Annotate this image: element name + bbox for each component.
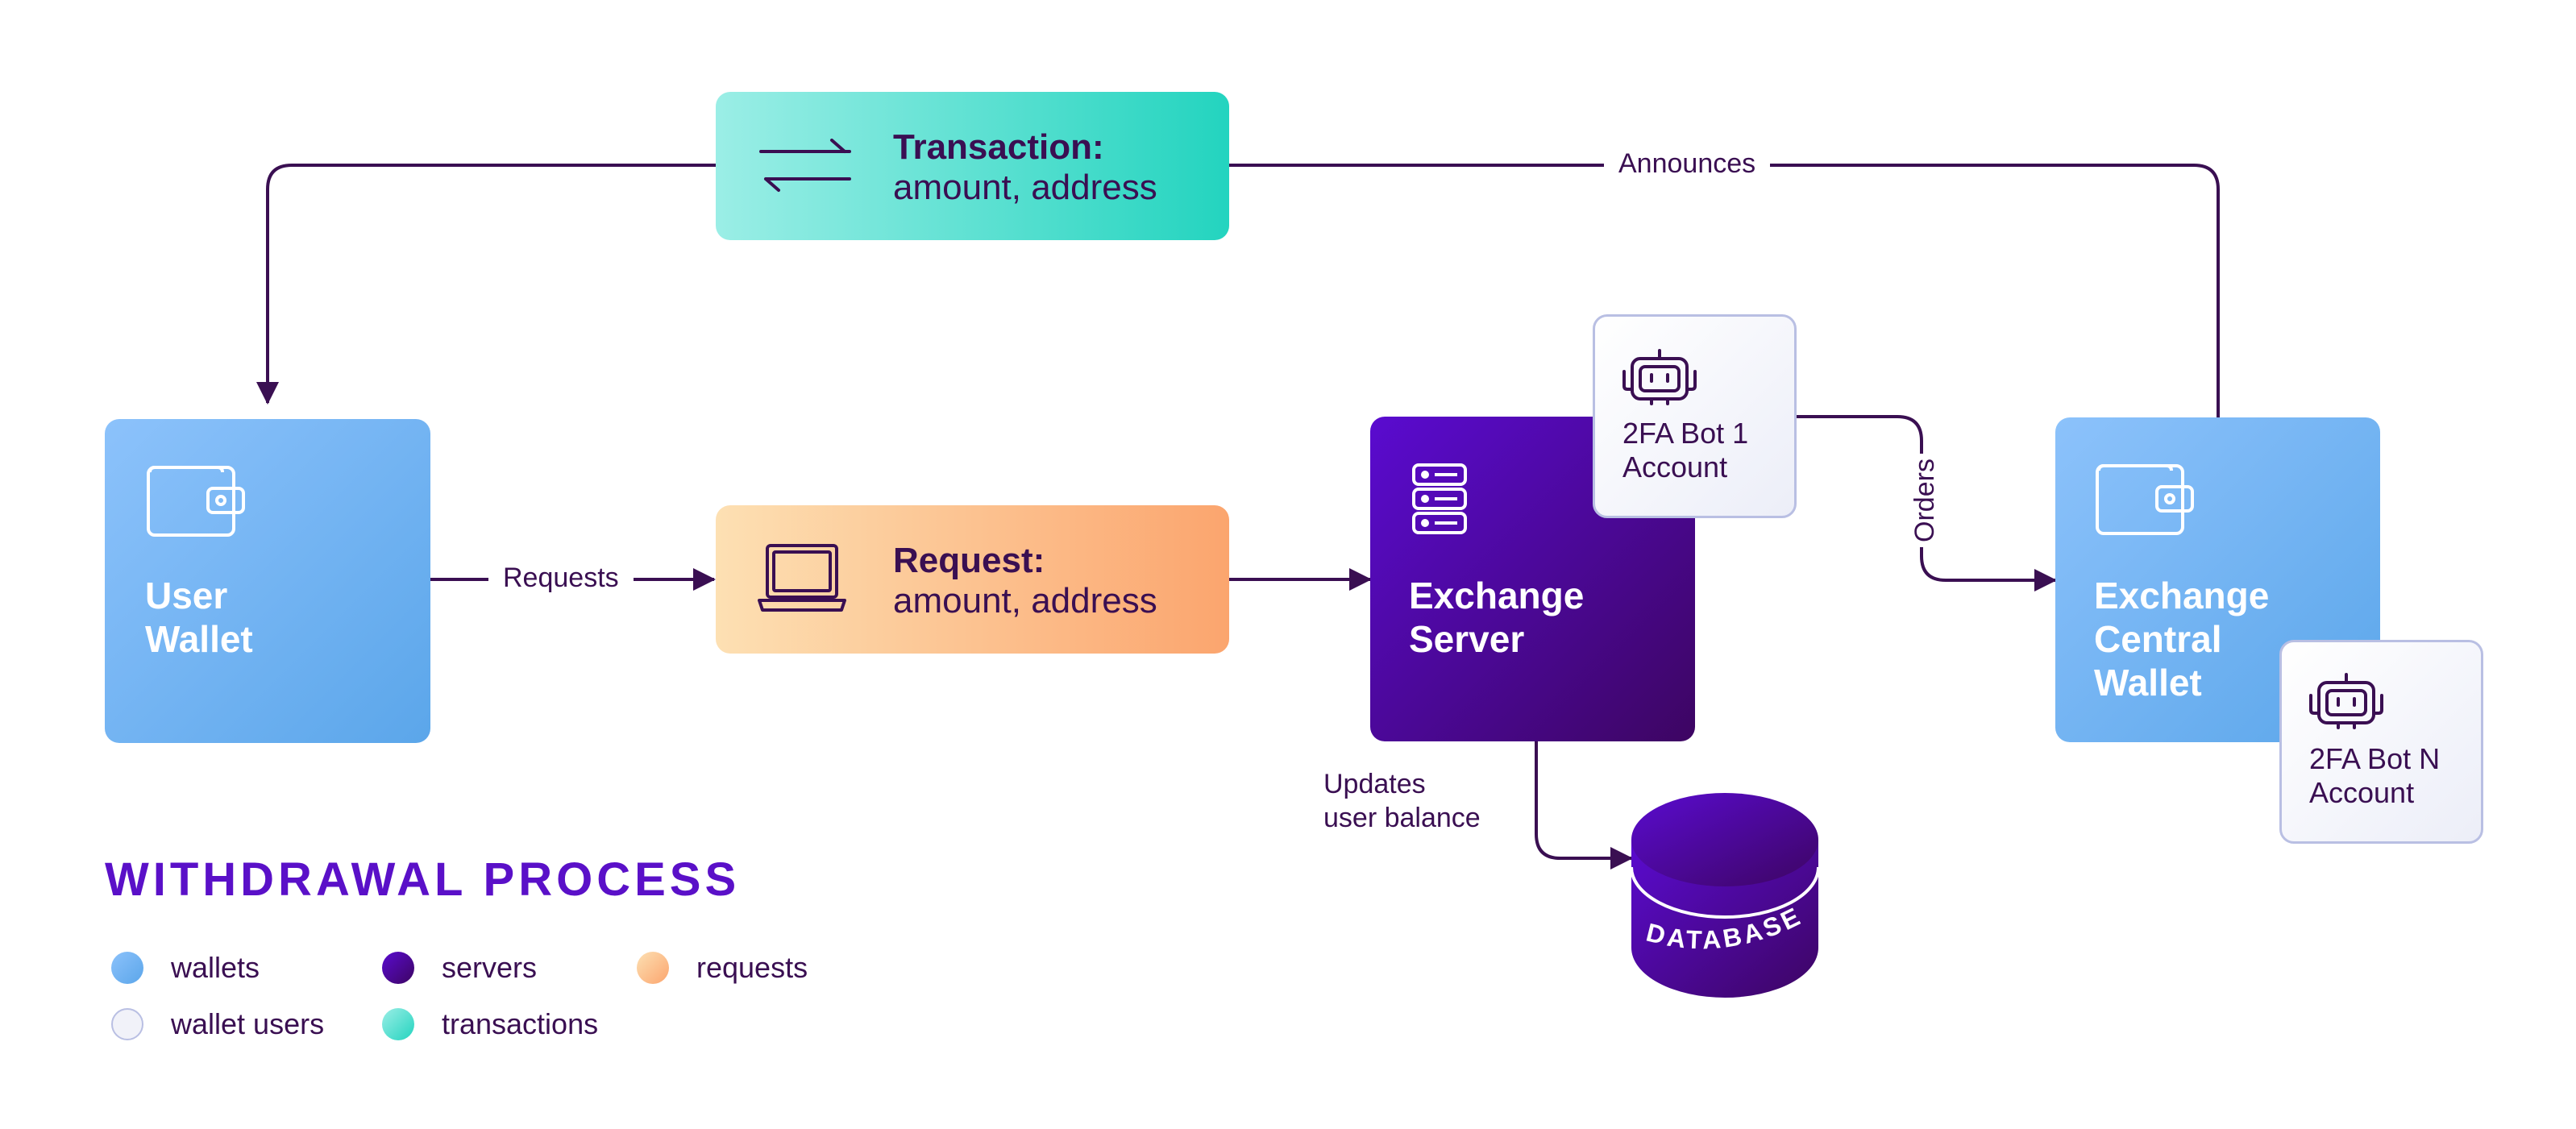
request-title: Request: bbox=[893, 541, 1045, 580]
legend-dot-requests bbox=[637, 952, 669, 984]
robot-icon bbox=[2309, 673, 2383, 729]
user-wallet-title: User Wallet bbox=[145, 574, 253, 661]
botn-label: 2FA Bot N Account bbox=[2309, 742, 2440, 810]
legend-label-servers: servers bbox=[442, 951, 538, 984]
transaction-node: Transaction: amount, address bbox=[716, 92, 1229, 240]
wallet-icon bbox=[147, 466, 245, 537]
legend-label-wallet-users: wallet users bbox=[171, 1007, 325, 1040]
central-wallet-title-line3: Wallet bbox=[2094, 662, 2202, 704]
user-wallet-title-line2: Wallet bbox=[145, 618, 253, 660]
edge-transaction-to-user-wallet bbox=[256, 164, 716, 405]
edge-updates-balance bbox=[1535, 741, 1633, 870]
legend-dot-servers bbox=[382, 952, 414, 984]
request-subtitle: amount, address bbox=[893, 581, 1157, 621]
exchange-server-title-line2: Server bbox=[1409, 618, 1525, 660]
botn-account-node: 2FA Bot N Account bbox=[2279, 640, 2483, 844]
bot1-label-line2: Account bbox=[1622, 450, 1728, 484]
legend-label-requests: requests bbox=[696, 951, 808, 984]
legend-item-wallets: wallets bbox=[111, 951, 260, 985]
user-wallet-title-line1: User bbox=[145, 575, 228, 616]
edge-label-requests: Requests bbox=[488, 561, 634, 595]
central-wallet-title-line1: Exchange bbox=[2094, 575, 2270, 616]
bot1-account-node: 2FA Bot 1 Account bbox=[1593, 314, 1797, 518]
legend-item-transactions: transactions bbox=[382, 1007, 598, 1041]
botn-label-line2: Account bbox=[2309, 776, 2415, 809]
database-node: DATABASE bbox=[1630, 793, 1820, 998]
robot-icon bbox=[1622, 349, 1697, 405]
edge-label-announces: Announces bbox=[1604, 147, 1771, 181]
legend-dot-transactions bbox=[382, 1008, 414, 1040]
legend-item-wallet-users: wallet users bbox=[111, 1007, 324, 1041]
exchange-server-title: Exchange Server bbox=[1409, 574, 1584, 661]
edge-label-updates-line2: user balance bbox=[1323, 803, 1481, 833]
transaction-subtitle: amount, address bbox=[893, 168, 1157, 207]
central-wallet-title: Exchange Central Wallet bbox=[2094, 574, 2269, 704]
edge-label-updates-line1: Updates bbox=[1323, 769, 1426, 799]
legend-dot-wallets bbox=[111, 952, 143, 984]
wallet-icon bbox=[2096, 464, 2194, 535]
server-stack-icon bbox=[1412, 463, 1467, 534]
legend-item-requests: requests bbox=[637, 951, 808, 985]
legend-label-transactions: transactions bbox=[442, 1007, 599, 1040]
bot1-label: 2FA Bot 1 Account bbox=[1622, 417, 1748, 484]
transaction-title: Transaction: bbox=[893, 127, 1104, 167]
legend-item-servers: servers bbox=[382, 951, 537, 985]
request-node: Request: amount, address bbox=[716, 505, 1229, 654]
edge-label-orders: Orders bbox=[1907, 454, 1942, 547]
laptop-icon bbox=[758, 544, 846, 612]
exchange-server-node: Exchange Server bbox=[1370, 417, 1695, 741]
user-wallet-node: User Wallet bbox=[105, 419, 430, 743]
exchange-server-title-line1: Exchange bbox=[1409, 575, 1585, 616]
botn-label-line1: 2FA Bot N bbox=[2309, 742, 2441, 775]
legend-label-wallets: wallets bbox=[171, 951, 260, 984]
legend-dot-wallet-users bbox=[111, 1008, 143, 1040]
edge-label-updates: Updates user balance bbox=[1323, 767, 1481, 835]
central-wallet-title-line2: Central bbox=[2094, 618, 2222, 660]
bot1-label-line1: 2FA Bot 1 bbox=[1622, 417, 1749, 450]
diagram-title: WITHDRAWAL PROCESS bbox=[105, 853, 741, 906]
edge-announces bbox=[1229, 164, 2220, 417]
swap-arrows-icon bbox=[759, 139, 851, 192]
